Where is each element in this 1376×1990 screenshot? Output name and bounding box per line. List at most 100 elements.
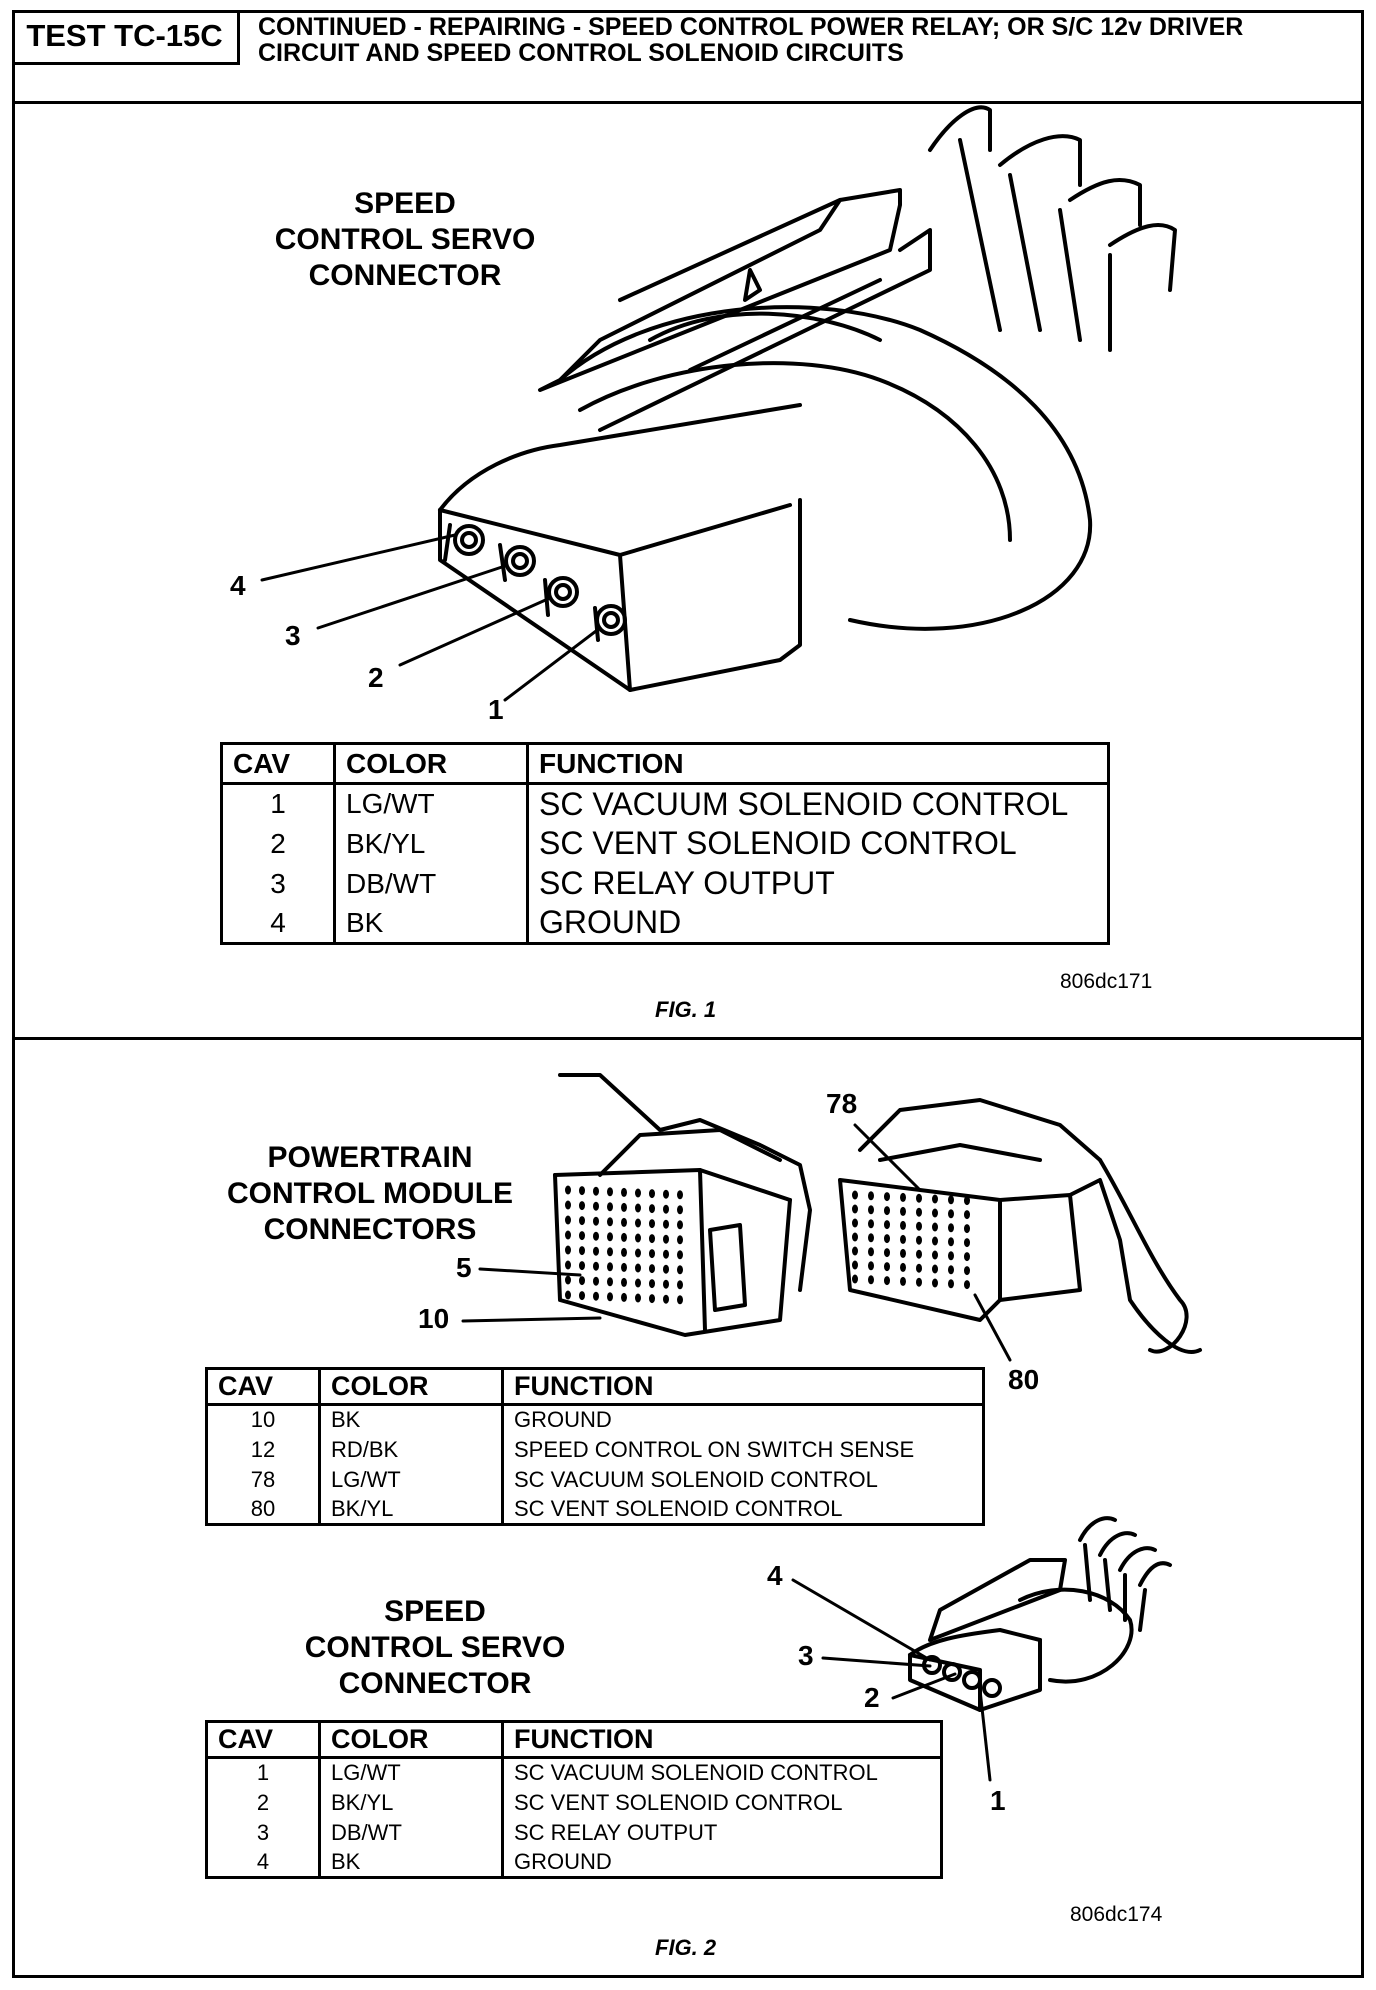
cell-cav: 1 [206,1757,321,1788]
pcm-pin [635,1233,641,1243]
pcm-pin [852,1190,858,1200]
pcm-pin [964,1252,970,1262]
pcm-pin [916,1277,922,1287]
fig1-code: 806dc171 [1060,970,1153,993]
pcm-callout-78: 78 [826,1088,858,1119]
pcm-pin [948,1223,954,1233]
pcm-pin [607,1277,613,1287]
pcm-pin [852,1232,858,1242]
cell-function: SC VACUUM SOLENOID CONTROL [514,1466,878,1492]
table-header-row: CAV COLOR FUNCTION [206,1368,984,1406]
fig1-callout-1: 1 [488,694,504,725]
pcm-pin [884,1192,890,1202]
pcm-pin [932,1222,938,1232]
pcm-pin [649,1249,655,1259]
pcm-pin [565,1185,571,1195]
pcm-pin [677,1205,683,1215]
table-row: 10 BK GROUND [206,1404,984,1435]
cell-color: BK/YL [334,823,529,864]
pcm-pin [635,1278,641,1288]
col-header-function: FUNCTION [502,1721,942,1759]
pcm-pin [868,1233,874,1243]
fig2-caption: FIG. 2 [655,1935,717,1960]
fig2-servo-label-line1: SPEED [384,1595,486,1628]
fig2-servo-callout-1: 1 [990,1785,1006,1816]
pcm-pin [565,1290,571,1300]
fig1-label-line3: CONNECTOR [308,259,502,292]
col-header-cav: CAV [206,1368,321,1406]
pcm-pin [663,1249,669,1259]
fig1-label-line2: CONTROL SERVO [274,223,536,256]
cell-cav: 4 [221,903,336,944]
cell-function: GROUND [514,1848,612,1874]
callout-line-1 [503,626,602,702]
col-header-color: COLOR [319,1721,504,1759]
pcm-connector-left-drawing [553,1073,812,1337]
pcm-pin [677,1295,683,1305]
fig2-code: 806dc174 [1070,1903,1163,1926]
cell-function: SC VACUUM SOLENOID CONTROL [539,785,1069,822]
fig2-pcm-label-line1: POWERTRAIN [267,1141,473,1174]
pcm-pin [916,1193,922,1203]
cell-color: BK [334,903,529,944]
fig2-servo-pinout-table: CAV COLOR FUNCTION 1 LG/WT SC VACUUM SOL… [205,1720,943,1879]
table-row: 3 DB/WT SC RELAY OUTPUT [206,1817,942,1848]
pcm-pin [964,1238,970,1248]
test-id: TEST TC-15C [12,10,240,65]
cell-function: SC VENT SOLENOID CONTROL [539,825,1017,861]
fig1-caption: FIG. 1 [655,997,717,1022]
cell-cav: 2 [206,1787,321,1818]
table-row: 1 LG/WT SC VACUUM SOLENOID CONTROL [206,1757,942,1788]
pcm-pin [649,1219,655,1229]
pcm-pin [868,1219,874,1229]
fig2-pcm-label: POWERTRAIN CONTROL MODULE CONNECTORS [195,1140,545,1248]
pcm-pin [579,1231,585,1241]
col-header-color: COLOR [319,1368,504,1406]
table-row: 4 BK GROUND [206,1847,942,1878]
pcm-pin [900,1220,906,1230]
table-row: 80 BK/YL SC VENT SOLENOID CONTROL [206,1494,984,1525]
fig2-servo-label-line2: CONTROL SERVO [304,1631,566,1664]
pcm-pin [579,1291,585,1301]
pcm-pin [635,1203,641,1213]
pcm-pin [607,1247,613,1257]
fig1-servo-label: SPEED CONTROL SERVO CONNECTOR [250,186,560,294]
pcm-pin [607,1292,613,1302]
pcm-pin [900,1234,906,1244]
table-row: 2 BK/YL SC VENT SOLENOID CONTROL [221,823,1109,864]
pcm-pin [884,1262,890,1272]
pcm-pin [621,1277,627,1287]
pcm-pin [663,1219,669,1229]
col-header-cav: CAV [221,743,336,785]
pcm-pin [663,1264,669,1274]
pcm-pin [663,1234,669,1244]
pcm-pin [677,1265,683,1275]
fig1-label-line1: SPEED [354,187,456,220]
pcm-pin [868,1205,874,1215]
cell-color: RD/BK [319,1434,504,1465]
fig1-pinout-table: CAV COLOR FUNCTION 1 LG/WT SC VACUUM SOL… [220,742,1110,945]
cell-color: BK/YL [319,1494,504,1525]
pcm-pin [621,1262,627,1272]
pcm-pin [884,1206,890,1216]
pcm-pin [948,1251,954,1261]
pcm-pin [868,1191,874,1201]
pcm-pin [964,1196,970,1206]
cell-color: LG/WT [334,783,529,824]
pcm-pin [932,1250,938,1260]
pcm-pin [916,1249,922,1259]
pcm-pin [593,1231,599,1241]
pcm-pin [916,1263,922,1273]
fig2-servo-callout-3: 3 [798,1640,814,1671]
pcm-pin [677,1190,683,1200]
table-header-row: CAV COLOR FUNCTION [206,1721,942,1759]
pcm-pin [677,1280,683,1290]
cell-cav: 10 [206,1404,321,1435]
pcm-pin [593,1261,599,1271]
pcm-pin [964,1224,970,1234]
pcm-pin [565,1215,571,1225]
pcm-pin [649,1279,655,1289]
pcm-pin [884,1234,890,1244]
pcm-pin [932,1278,938,1288]
